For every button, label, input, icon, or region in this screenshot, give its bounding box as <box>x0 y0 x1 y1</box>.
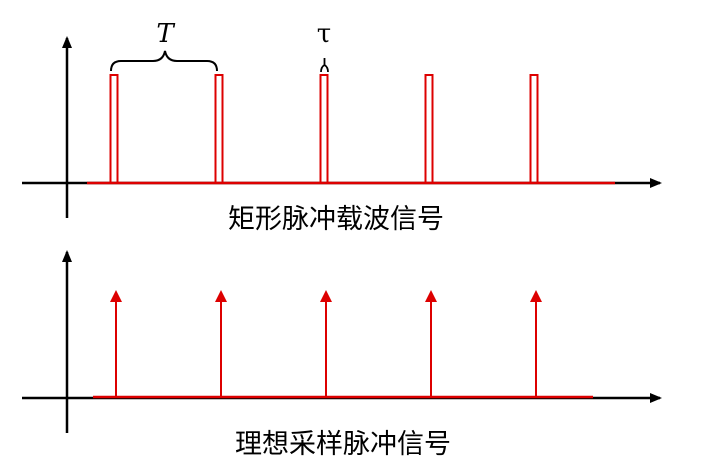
pulse-width-marker <box>320 63 329 73</box>
period-brace <box>110 50 218 72</box>
rectangular-pulse <box>529 74 539 183</box>
top-panel: T τ 矩形脉冲载波信号 <box>22 19 662 235</box>
bottom-caption: 理想采样脉冲信号 <box>235 429 451 460</box>
impulse-train <box>93 290 593 399</box>
top-caption: 矩形脉冲载波信号 <box>228 204 444 235</box>
period-label: T <box>156 19 175 49</box>
pulse-width-label: τ <box>317 19 331 49</box>
rectangular-pulse <box>109 74 119 183</box>
rectangular-pulse-train <box>87 74 615 185</box>
rectangular-pulse <box>424 74 434 183</box>
rectangular-pulse <box>319 74 329 183</box>
rectangular-pulse <box>214 74 224 183</box>
bottom-panel: 理想采样脉冲信号 <box>22 250 662 460</box>
